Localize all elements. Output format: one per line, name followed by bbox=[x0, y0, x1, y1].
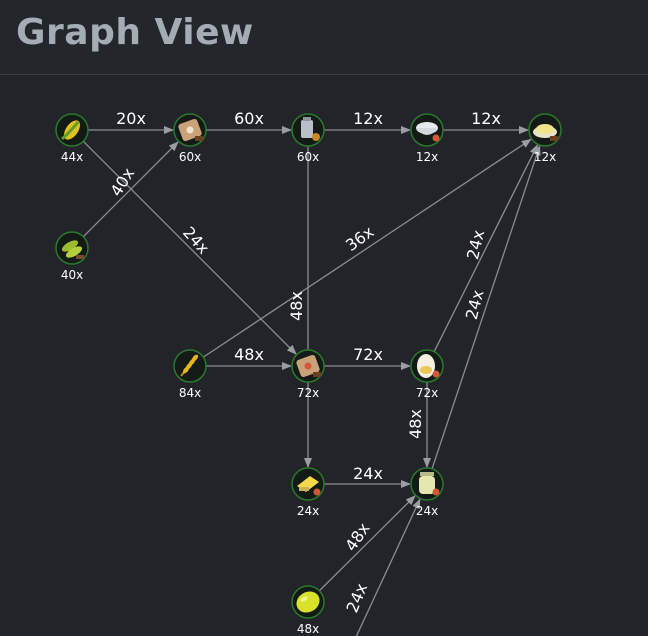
node-pudding[interactable]: 12x bbox=[528, 113, 562, 164]
node-count: 60x bbox=[179, 150, 201, 164]
feed-mill-icon bbox=[178, 118, 203, 142]
node-count: 24x bbox=[297, 504, 319, 518]
edge-label: 24x bbox=[343, 581, 372, 616]
edge-label: 12x bbox=[353, 109, 383, 128]
chicken-feed-icon bbox=[296, 354, 321, 378]
edge-label: 12x bbox=[471, 109, 501, 128]
node-jar[interactable]: 24x bbox=[410, 467, 444, 518]
node-feed-mill[interactable]: 60x bbox=[173, 113, 207, 164]
node-count: 12x bbox=[416, 150, 438, 164]
node-count: 12x bbox=[534, 150, 556, 164]
butter-icon bbox=[297, 476, 321, 496]
edge-offscreen-to-jar bbox=[355, 498, 421, 636]
node-count: 44x bbox=[61, 150, 83, 164]
node-bowl[interactable]: 12x bbox=[410, 113, 444, 164]
edge-jar-to-pudding bbox=[431, 145, 541, 470]
edge-label: 20x bbox=[116, 109, 146, 128]
edge-corn-to-chicken-feed bbox=[82, 140, 297, 355]
node-count: 72x bbox=[297, 386, 319, 400]
node-butter[interactable]: 24x bbox=[291, 467, 325, 518]
bowl-icon bbox=[416, 122, 440, 142]
pudding-icon bbox=[533, 124, 558, 141]
wheat-icon bbox=[180, 354, 199, 377]
edge-label: 60x bbox=[234, 109, 264, 128]
node-count: 24x bbox=[416, 504, 438, 518]
edge-label: 72x bbox=[353, 345, 383, 364]
edge-label: 48x bbox=[287, 291, 306, 321]
node-egg[interactable]: 72x bbox=[410, 349, 444, 400]
node-chicken-feed[interactable]: 72x bbox=[291, 349, 325, 400]
edge-wheat-to-pudding bbox=[202, 138, 532, 358]
egg-icon bbox=[417, 354, 440, 378]
node-count: 72x bbox=[416, 386, 438, 400]
edge-label: 24x bbox=[462, 288, 488, 322]
lemon-icon bbox=[296, 591, 320, 613]
node-wheat[interactable]: 84x bbox=[173, 349, 207, 400]
node-dairy[interactable]: 60x bbox=[291, 113, 325, 164]
nodes-layer: 44x 60x 60x 12x 12x 40x 84x 72x 72x 24x 24x 48x bbox=[55, 113, 562, 636]
node-lemon[interactable]: 48x bbox=[291, 585, 325, 636]
edge-label: 24x bbox=[179, 223, 213, 258]
node-count: 40x bbox=[61, 268, 83, 282]
edge-label: 36x bbox=[342, 222, 377, 255]
node-count: 60x bbox=[297, 150, 319, 164]
edge-label: 48x bbox=[341, 519, 373, 554]
node-corn[interactable]: 44x bbox=[55, 113, 89, 164]
page-title: Graph View bbox=[16, 12, 254, 53]
edge-label: 24x bbox=[463, 228, 488, 261]
edges-layer bbox=[82, 126, 541, 636]
corn-icon bbox=[61, 120, 80, 141]
node-count: 84x bbox=[179, 386, 201, 400]
edge-label: 48x bbox=[234, 345, 264, 364]
edge-egg-to-pudding bbox=[433, 144, 538, 352]
node-count: 48x bbox=[297, 622, 319, 636]
jar-icon bbox=[419, 472, 440, 496]
edge-label: 24x bbox=[353, 464, 383, 483]
header-bar: Graph View bbox=[0, 0, 648, 75]
dairy-machine-icon bbox=[301, 117, 320, 141]
edge-label: 48x bbox=[406, 409, 425, 439]
node-soybean[interactable]: 40x bbox=[55, 231, 89, 282]
edge-lemon-to-jar bbox=[318, 495, 416, 592]
soybean-icon bbox=[61, 240, 84, 259]
